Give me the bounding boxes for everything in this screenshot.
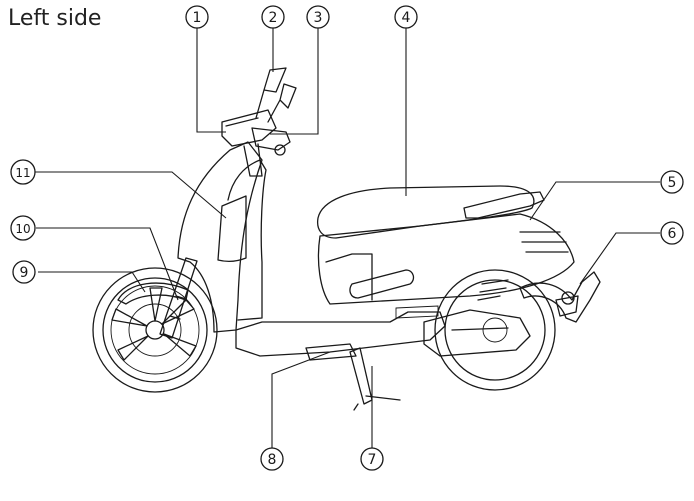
callout-label-8: 8 (268, 452, 277, 468)
leader-3 (270, 28, 318, 134)
callout-label-3: 3 (314, 10, 323, 26)
leader-1 (197, 28, 226, 132)
scooter-drawing (93, 68, 600, 410)
handlebar-assembly (222, 110, 290, 176)
floorboard (236, 312, 445, 356)
rear-shock (478, 280, 508, 300)
callout-label-7: 7 (368, 452, 377, 468)
callout-2: 2 (262, 6, 284, 28)
callout-label-9: 9 (20, 265, 29, 281)
callout-label-4: 4 (402, 10, 411, 26)
leader-5 (530, 182, 660, 220)
leader-11 (35, 172, 226, 218)
callout-10: 10 (11, 216, 35, 240)
center-stand (350, 348, 400, 410)
swingarm (424, 310, 530, 356)
leader-6 (580, 233, 660, 284)
front-wheel (93, 268, 217, 392)
callout-markers: 1 2 3 4 5 6 7 8 (11, 6, 683, 470)
callout-11: 11 (11, 160, 35, 184)
callout-4: 4 (395, 6, 417, 28)
callout-label-5: 5 (668, 175, 677, 191)
rear-body (318, 214, 574, 304)
callout-8: 8 (261, 448, 283, 470)
callout-leaders (35, 28, 660, 448)
callout-label-10: 10 (15, 222, 30, 236)
callout-label-2: 2 (269, 10, 278, 26)
leader-8 (272, 352, 330, 448)
callout-5: 5 (661, 171, 683, 193)
callout-label-11: 11 (15, 166, 30, 180)
mirrors (256, 68, 296, 122)
callout-3: 3 (307, 6, 329, 28)
callout-label-1: 1 (193, 10, 202, 26)
leader-10 (36, 228, 178, 300)
callout-1: 1 (186, 6, 208, 28)
callout-label-6: 6 (668, 226, 677, 242)
callout-6: 6 (661, 222, 683, 244)
callout-9: 9 (13, 261, 35, 283)
callout-7: 7 (361, 448, 383, 470)
